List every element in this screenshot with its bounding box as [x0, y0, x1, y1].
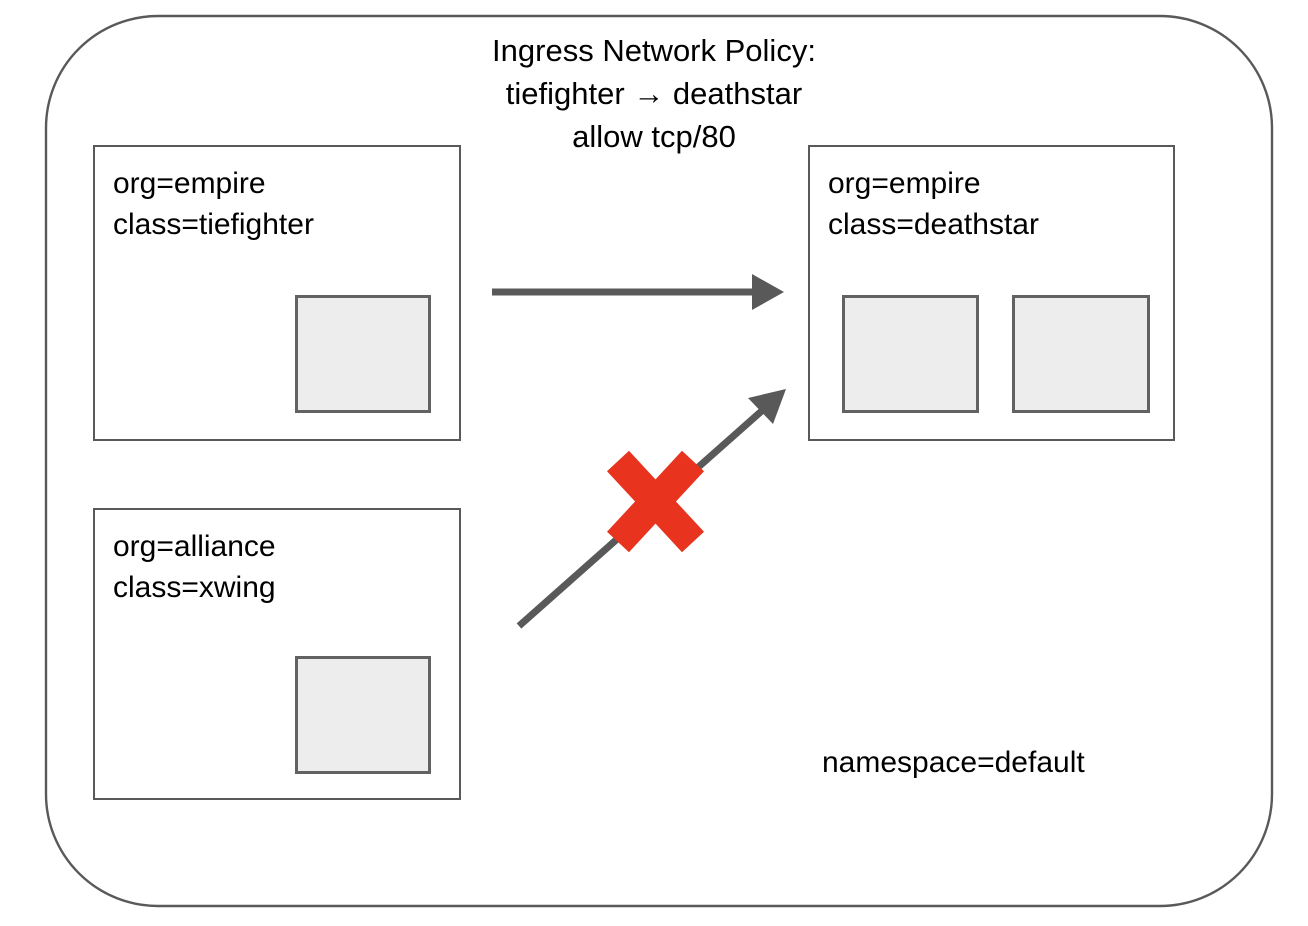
- pod-tiefighter-labels: org=empire class=tiefighter: [113, 163, 314, 245]
- container-icon: [295, 295, 431, 413]
- pod-deathstar-label-org: org=empire: [828, 167, 981, 200]
- policy-title-line-3: allow tcp/80: [572, 118, 736, 154]
- container-icon: [295, 656, 431, 774]
- namespace-label: namespace=default: [822, 746, 1085, 779]
- policy-title: Ingress Network Policy: tiefighter → dea…: [404, 30, 904, 158]
- pod-deathstar-label-class: class=deathstar: [828, 208, 1039, 242]
- policy-title-line-2: tiefighter → deathstar: [505, 75, 803, 111]
- deny-x-icon: [606, 450, 705, 553]
- pod-tiefighter-label-org: org=empire: [113, 167, 266, 200]
- namespace-boundary: [44, 14, 1274, 908]
- container-icon: [842, 295, 979, 413]
- pod-xwing-label-org: org=alliance: [113, 530, 276, 563]
- policy-title-line-1: Ingress Network Policy:: [492, 33, 816, 68]
- pod-xwing-label-class: class=xwing: [113, 571, 276, 605]
- allowed-flow-arrow: [492, 274, 784, 310]
- container-icon: [1012, 295, 1150, 413]
- pod-xwing: org=alliance class=xwing: [93, 508, 461, 800]
- pod-tiefighter-label-class: class=tiefighter: [113, 208, 314, 242]
- pod-xwing-labels: org=alliance class=xwing: [113, 526, 276, 608]
- pod-tiefighter: org=empire class=tiefighter: [93, 145, 461, 441]
- pod-deathstar: org=empire class=deathstar: [808, 145, 1175, 441]
- pod-deathstar-labels: org=empire class=deathstar: [828, 163, 1039, 245]
